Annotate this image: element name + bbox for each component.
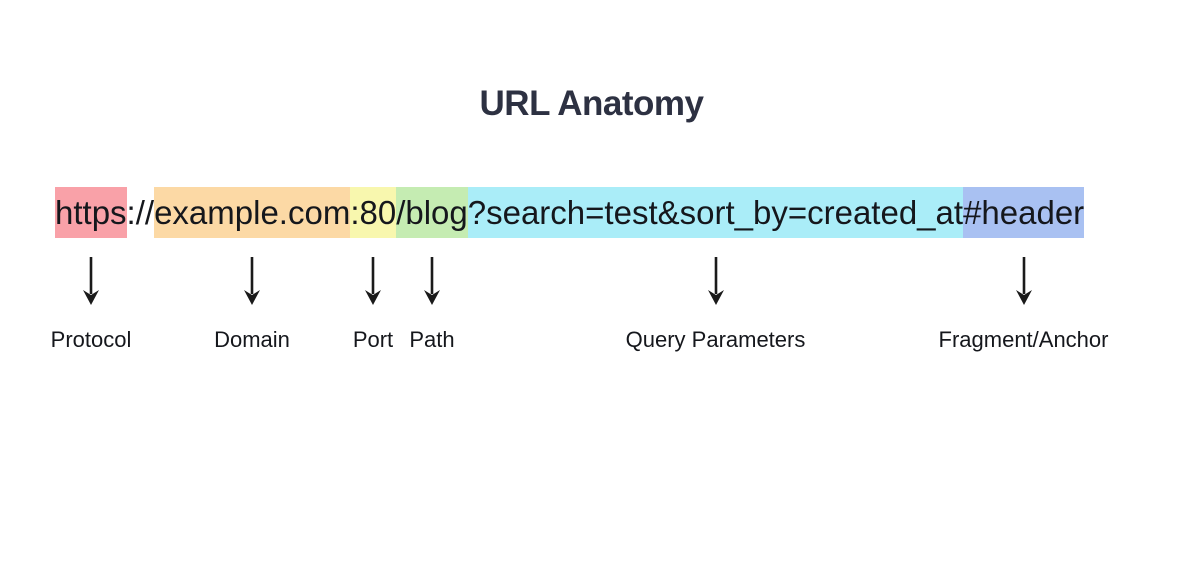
segment-label-path: Path [409,327,455,352]
url-segment-port: :80 [350,187,397,238]
segment-label-port: Port [352,327,394,352]
down-arrow-icon [242,254,262,306]
url-segment-path: /blog [396,187,468,238]
down-arrow-icon [1014,254,1034,306]
segment-label-protocol: Protocol [50,327,132,352]
url-segment-query: ?search=test&sort_by=created_at [467,187,964,238]
url-segment-separator: :// [126,194,155,231]
url-segment-fragment: #header [963,187,1085,238]
url-segment-domain: example.com [154,187,351,238]
down-arrow-icon [422,254,442,306]
segment-label-query: Query Parameters [625,327,806,352]
down-arrow-icon [363,254,383,306]
down-arrow-icon [706,254,726,306]
down-arrow-icon [81,254,101,306]
segment-label-fragment: Fragment/Anchor [938,327,1109,352]
segment-label-domain: Domain [214,327,290,352]
url-segment-protocol: https [55,187,127,238]
url-string: https://example.com:80/blog?search=test&… [55,187,1085,238]
page-title: URL Anatomy [479,84,704,123]
